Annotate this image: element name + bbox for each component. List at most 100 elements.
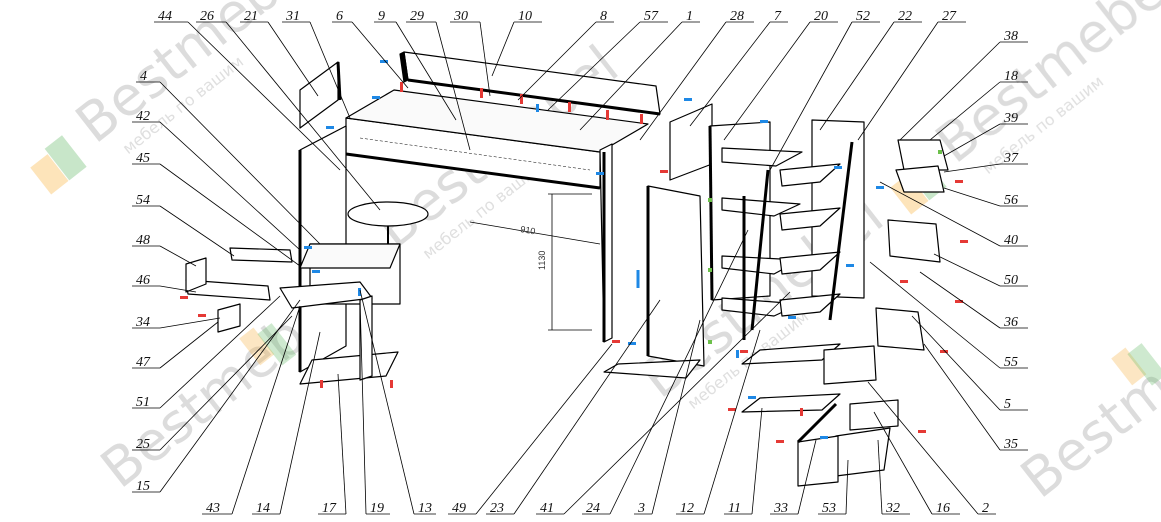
part-label-17: 17 [322, 501, 337, 516]
leader-line-44 [187, 21, 341, 171]
wardrobe-shelf [721, 147, 803, 167]
part-label-24: 24 [586, 501, 600, 516]
part-label-34: 34 [135, 315, 150, 330]
leader-line-16 [873, 411, 933, 515]
leader-line-10 [491, 21, 515, 77]
leader-line-38 [899, 41, 1001, 141]
part-label-35: 35 [1003, 437, 1018, 452]
drawer-bottom-front [835, 427, 891, 477]
part-label-11: 11 [728, 501, 741, 516]
leader-line-31 [309, 21, 351, 119]
part-label-5: 5 [1004, 397, 1011, 412]
part-label-49: 49 [452, 501, 466, 516]
leader-line-47 [159, 321, 219, 369]
leader-line-8 [517, 21, 597, 101]
leader-line-19 [359, 299, 367, 515]
leader-lines [132, 21, 1028, 515]
furniture-parts [185, 51, 949, 487]
leader-line-26 [225, 21, 381, 211]
leader-line-12 [703, 329, 761, 515]
part-label-25: 25 [136, 437, 150, 452]
leader-line-23 [513, 299, 661, 515]
drawer-top-box [895, 165, 945, 193]
wardrobe-shelf [721, 197, 801, 217]
part-label-38: 38 [1003, 29, 1018, 44]
leader-line-18 [929, 81, 1001, 141]
part-label-15: 15 [136, 479, 150, 494]
wardrobe-shelf [741, 393, 841, 413]
leader-line-57 [547, 21, 641, 111]
shelf-step [779, 293, 841, 317]
shelf-step [779, 207, 841, 231]
wardrobe-floor [603, 359, 701, 379]
part-label-6: 6 [336, 9, 343, 24]
part-label-23: 23 [490, 501, 504, 516]
dimension-width: 910 [520, 224, 536, 236]
small-bracket [217, 303, 241, 333]
leader-line-39 [943, 123, 1001, 157]
part-label-48: 48 [136, 233, 150, 248]
part-label-37: 37 [1003, 151, 1019, 166]
fittings-layer [180, 60, 968, 443]
leader-line-3 [651, 319, 701, 515]
leader-line-37 [943, 163, 1001, 173]
leader-line-11 [751, 407, 763, 515]
part-label-27: 27 [942, 9, 957, 24]
watermark-brand: Bestmebel [924, 0, 1161, 175]
leader-line-22 [819, 21, 895, 131]
part-label-4: 4 [140, 69, 147, 84]
leader-line-48 [159, 245, 197, 267]
leader-line-41 [563, 291, 791, 515]
part-label-31: 31 [285, 9, 300, 24]
drawer-middle [887, 219, 941, 263]
part-label-9: 9 [378, 9, 385, 24]
leader-line-13 [359, 289, 415, 515]
leader-line-24 [609, 229, 749, 515]
side-small-panel [299, 61, 339, 129]
leader-line-49 [475, 343, 613, 515]
part-label-30: 30 [453, 9, 468, 24]
part-label-32: 32 [885, 501, 900, 516]
part-label-20: 20 [814, 9, 828, 24]
leader-line-1 [579, 21, 683, 131]
drawer-lower [875, 307, 925, 351]
leader-line-35 [923, 343, 1001, 451]
leader-line-28 [639, 21, 727, 141]
part-label-33: 33 [773, 501, 788, 516]
leader-line-56 [943, 187, 1001, 207]
chair-seat [347, 201, 429, 227]
part-label-57: 57 [644, 9, 659, 24]
leader-line-21 [267, 21, 319, 97]
dimension-lines [469, 193, 601, 331]
leader-line-52 [769, 21, 853, 171]
leader-line-36 [919, 271, 1001, 329]
watermark-brand: Bestmebel [1009, 283, 1161, 510]
leader-line-5 [911, 315, 1001, 411]
part-label-21: 21 [244, 9, 258, 24]
wardrobe-top-side [669, 103, 713, 181]
part-label-28: 28 [730, 9, 744, 24]
leader-line-32 [877, 439, 883, 515]
leader-line-40 [879, 181, 1001, 247]
part-label-22: 22 [898, 9, 912, 24]
leader-line-54 [159, 205, 235, 257]
part-label-55: 55 [1004, 355, 1018, 370]
leader-line-14 [279, 331, 321, 515]
part-label-12: 12 [680, 501, 694, 516]
leader-line-9 [395, 21, 457, 121]
part-label-1: 1 [686, 9, 693, 24]
leader-line-43 [231, 305, 301, 515]
part-label-13: 13 [418, 501, 432, 516]
part-label-39: 39 [1003, 111, 1018, 126]
part-label-46: 46 [136, 273, 150, 288]
leader-line-46 [159, 285, 197, 293]
shelf-step [779, 163, 841, 187]
leader-line-27 [857, 21, 939, 141]
part-label-45: 45 [136, 151, 150, 166]
leader-line-30 [479, 21, 491, 97]
part-label-18: 18 [1004, 69, 1018, 84]
leader-line-4 [159, 81, 321, 245]
bed-base-panel [345, 89, 649, 153]
part-label-8: 8 [600, 9, 607, 24]
